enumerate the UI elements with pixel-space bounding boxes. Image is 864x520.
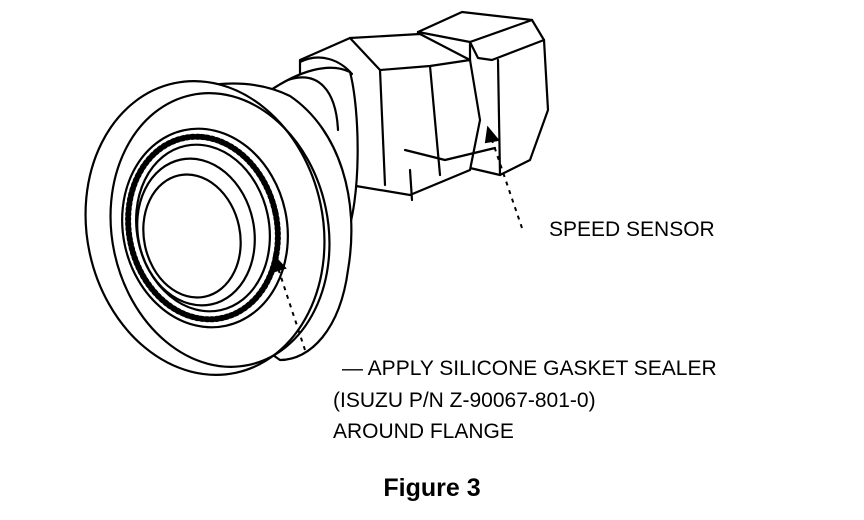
bore [136, 157, 256, 307]
figure-caption: Figure 3 [383, 474, 481, 502]
sealer-leader [270, 253, 306, 351]
part-number-label: (ISUZU P/N Z-90067-801-0) [333, 389, 596, 412]
apply-sealer-label: — APPLY SILICONE GASKET SEALER [342, 357, 717, 380]
speed-sensor-leader [484, 125, 523, 229]
around-flange-label: AROUND FLANGE [333, 420, 514, 443]
speed-sensor-label: SPEED SENSOR [549, 218, 715, 241]
